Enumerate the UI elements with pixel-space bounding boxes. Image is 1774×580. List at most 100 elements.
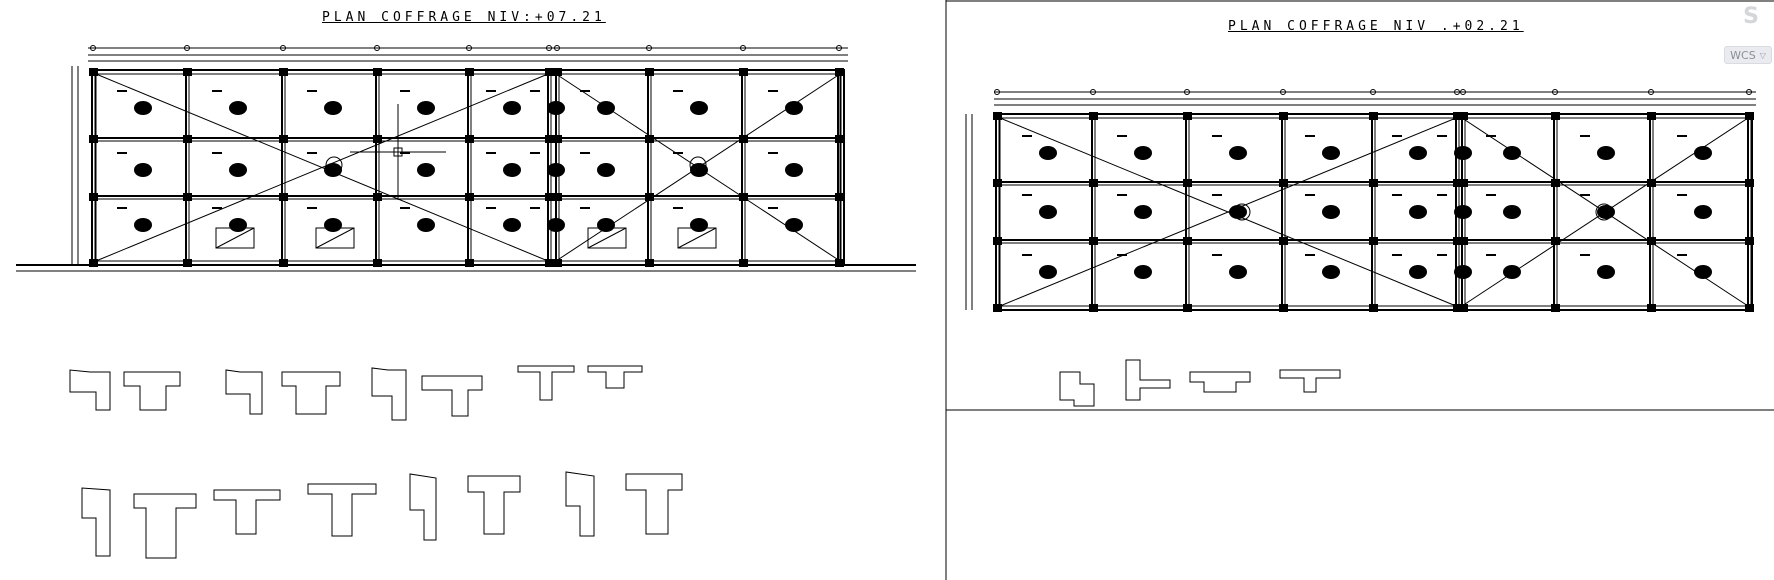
column-section: [553, 193, 562, 201]
slab-label-mark: [1677, 254, 1687, 256]
slab-label-mark: [212, 90, 222, 92]
slab-label-mark: [117, 152, 127, 154]
wcs-button[interactable]: WCS ▽: [1724, 46, 1772, 64]
slab-hatch: [597, 101, 615, 115]
column-section: [1459, 179, 1468, 187]
slab-hatch: [417, 218, 435, 232]
grid-axis-bubble: [1090, 89, 1096, 95]
slab-hatch: [503, 218, 521, 232]
slab-label-mark: [530, 152, 540, 154]
column-section: [183, 193, 192, 201]
column-section: [373, 259, 382, 267]
slab-label-mark: [1117, 135, 1127, 137]
slab-label-mark: [768, 152, 778, 154]
slab-hatch: [1134, 205, 1152, 219]
column-section: [89, 259, 98, 267]
slab-label-mark: [768, 90, 778, 92]
column-section: [465, 68, 474, 76]
column-section: [183, 68, 192, 76]
grid-axis-bubble: [1460, 89, 1466, 95]
column-section: [993, 237, 1002, 245]
slab-hatch: [1322, 146, 1340, 160]
column-section: [1279, 237, 1288, 245]
grid-axis-bubble: [280, 45, 286, 51]
column-section: [1279, 112, 1288, 120]
column-section: [279, 135, 288, 143]
column-section: [835, 259, 844, 267]
column-section: [545, 259, 554, 267]
left-plan-title: PLAN COFFRAGE NIV:+07.21: [322, 10, 606, 25]
column-section: [1459, 237, 1468, 245]
column-section: [1279, 179, 1288, 187]
grid-axis-bubble: [994, 89, 1000, 95]
slab-hatch: [417, 101, 435, 115]
slab-hatch: [547, 101, 565, 115]
steering-wheel-icon[interactable]: S: [1743, 4, 1759, 29]
slab-label-mark: [307, 207, 317, 209]
column-section: [739, 259, 748, 267]
grid-axis-bubble: [740, 45, 746, 51]
column-section: [645, 135, 654, 143]
slab-label-mark: [768, 207, 778, 209]
column-section: [1459, 304, 1468, 312]
column-section: [1183, 237, 1192, 245]
slab-hatch: [134, 101, 152, 115]
slab-label-mark: [1305, 194, 1315, 196]
slab-hatch: [1322, 265, 1340, 279]
column-section: [993, 304, 1002, 312]
column-section: [1089, 179, 1098, 187]
column-section: [1369, 179, 1378, 187]
column-section: [1745, 112, 1754, 120]
slab-hatch: [229, 218, 247, 232]
grid-axis-bubble: [1746, 89, 1752, 95]
slab-label-mark: [673, 90, 683, 92]
slab-hatch: [785, 101, 803, 115]
slab-hatch: [1039, 205, 1057, 219]
column-section: [1453, 179, 1462, 187]
grid-axis-bubble: [1370, 89, 1376, 95]
slab-hatch: [1503, 146, 1521, 160]
slab-hatch: [134, 218, 152, 232]
column-section: [89, 68, 98, 76]
slab-label-mark: [530, 207, 540, 209]
left-formwork-plan[interactable]: [16, 45, 916, 272]
section-details[interactable]: [69, 359, 1341, 559]
column-section: [183, 259, 192, 267]
slab-hatch: [324, 218, 342, 232]
slab-label-mark: [212, 207, 222, 209]
right-formwork-plan[interactable]: [965, 89, 1756, 313]
column-section: [1279, 304, 1288, 312]
slab-label-mark: [1486, 254, 1496, 256]
column-section: [993, 179, 1002, 187]
slab-label-mark: [673, 152, 683, 154]
column-section: [1453, 304, 1462, 312]
column-section: [1551, 237, 1560, 245]
column-section: [545, 193, 554, 201]
slab-hatch: [690, 163, 708, 177]
column-section: [465, 193, 474, 201]
slab-hatch: [417, 163, 435, 177]
grid-axis-bubble: [1184, 89, 1190, 95]
column-section: [1089, 237, 1098, 245]
slab-hatch: [1039, 146, 1057, 160]
slab-hatch: [1694, 265, 1712, 279]
slab-hatch: [503, 163, 521, 177]
column-section: [279, 193, 288, 201]
column-section: [1369, 112, 1378, 120]
slab-hatch: [229, 101, 247, 115]
slab-hatch: [1454, 265, 1472, 279]
column-section: [279, 68, 288, 76]
slab-hatch: [785, 218, 803, 232]
slab-hatch: [597, 163, 615, 177]
slab-hatch: [690, 218, 708, 232]
slab-label-mark: [673, 207, 683, 209]
column-section: [279, 259, 288, 267]
slab-hatch: [1229, 146, 1247, 160]
column-section: [1551, 179, 1560, 187]
grid-axis-bubble: [836, 45, 842, 51]
slab-label-mark: [1392, 135, 1402, 137]
slab-label-mark: [1305, 254, 1315, 256]
column-section: [373, 193, 382, 201]
slab-label-mark: [1580, 254, 1590, 256]
